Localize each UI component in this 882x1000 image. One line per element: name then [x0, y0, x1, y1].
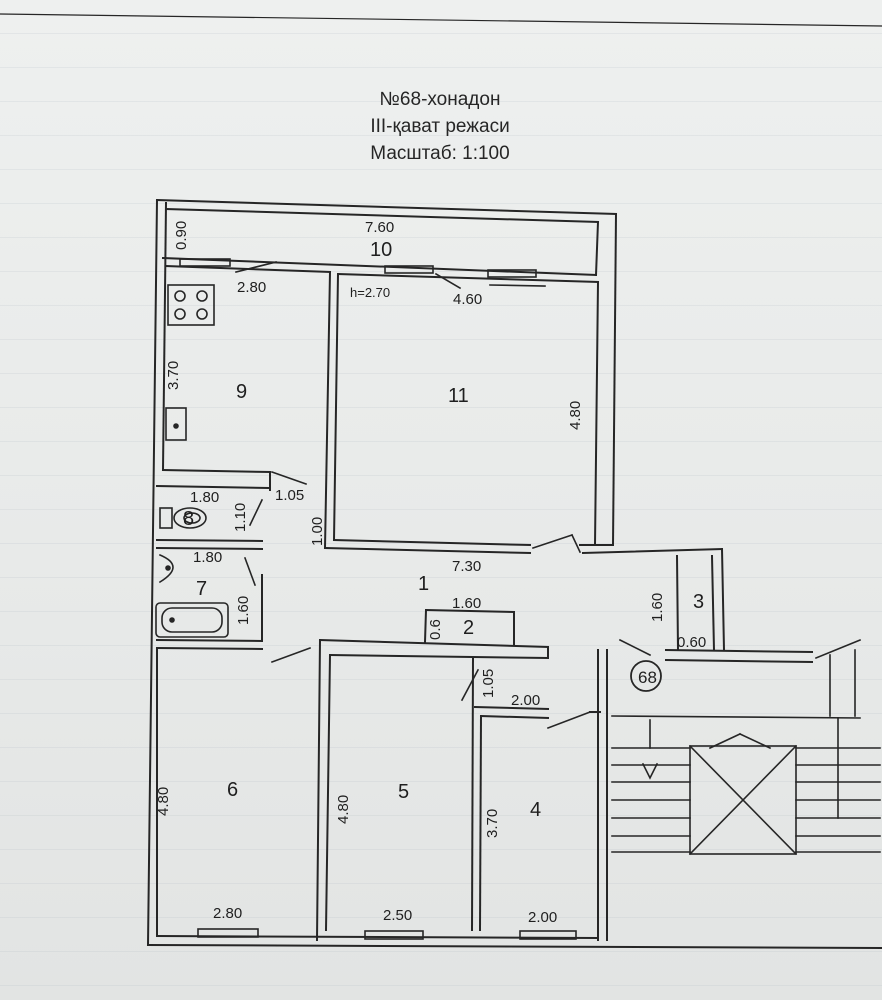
apartment-badge-circle — [630, 660, 662, 692]
corridor-walls — [318, 608, 550, 660]
washbasin-icon — [158, 553, 174, 584]
dim-kitchen-length: 3.70 — [165, 361, 182, 390]
dim-room5-length: 4.80 — [335, 795, 352, 824]
room-number-6: 6 — [227, 779, 238, 801]
dim-room4-length: 3.70 — [484, 809, 501, 838]
dim-room11-length: 4.80 — [567, 401, 584, 430]
ceiling-height-label: h=2.70 — [350, 285, 390, 300]
sheet-edge-line — [0, 13, 882, 27]
floor-title: III-қават режаси — [370, 116, 510, 137]
apartment-badge-number: 68 — [638, 668, 657, 687]
room-number-1: 1 — [418, 573, 429, 595]
windows — [179, 258, 577, 940]
doors — [235, 261, 862, 750]
dim-bath8-width: 1.80 — [190, 489, 219, 506]
room-number-7: 7 — [196, 578, 207, 600]
dim-closet2-depth: 0.6 — [427, 619, 444, 640]
room-number-9: 9 — [236, 381, 247, 403]
scale-title: Масштаб: 1:100 — [370, 143, 510, 164]
bathtub-icon — [155, 602, 229, 638]
outer-wall-left — [146, 198, 168, 947]
dim-balcony-depth: 0.90 — [173, 221, 190, 250]
closet-3-walls — [664, 547, 814, 664]
room-number-4: 4 — [530, 799, 541, 821]
room-number-10: 10 — [370, 239, 392, 261]
plan-title-block: №68-хонадон III-қават режаси Масштаб: 1:… — [300, 86, 580, 167]
dim-balcony-width: 7.60 — [365, 219, 394, 236]
apartment-title: №68-хонадон — [379, 89, 501, 110]
room-number-2: 2 — [463, 617, 474, 639]
dim-bath8-length: 1.10 — [232, 503, 249, 532]
bedroom-walls — [146, 638, 882, 950]
bathroom-7-walls — [155, 574, 264, 651]
bathroom-8-walls — [155, 484, 270, 551]
dim-room4-width-bottom: 2.00 — [528, 909, 557, 926]
dim-bath7-length: 1.60 — [235, 596, 252, 625]
stove-icon — [167, 284, 215, 326]
dim-room5-width: 2.50 — [383, 907, 412, 924]
dim-room4-width-top: 2.00 — [511, 692, 540, 709]
dim-closet3-length: 1.60 — [649, 593, 666, 622]
dim-corridor-width: 1.00 — [309, 517, 326, 546]
dim-bath7-width: 1.80 — [193, 549, 222, 566]
room-number-5: 5 — [398, 781, 409, 803]
stairwell — [606, 649, 881, 941]
dim-door-105-b: 1.05 — [480, 669, 497, 698]
dim-room6-width: 2.80 — [213, 905, 242, 922]
kitchen-sink-icon — [165, 407, 187, 441]
dim-kitchen-width: 2.80 — [237, 279, 266, 296]
dim-room11-width: 4.60 — [453, 291, 482, 308]
toilet-icon — [159, 507, 207, 529]
balcony-10-walls — [155, 198, 618, 547]
room-number-11: 11 — [448, 385, 469, 407]
room-number-3: 3 — [693, 591, 704, 613]
dim-corridor-length: 7.30 — [452, 558, 481, 575]
room-number-8: 8 — [183, 508, 194, 530]
dim-door-105-a: 1.05 — [275, 487, 304, 504]
dim-closet3-width: 0.60 — [677, 634, 706, 651]
dim-room6-length: 4.80 — [155, 787, 172, 816]
room-11-walls — [323, 272, 724, 555]
dim-closet2-width: 1.60 — [452, 595, 481, 612]
kitchen-9-walls — [161, 270, 340, 550]
